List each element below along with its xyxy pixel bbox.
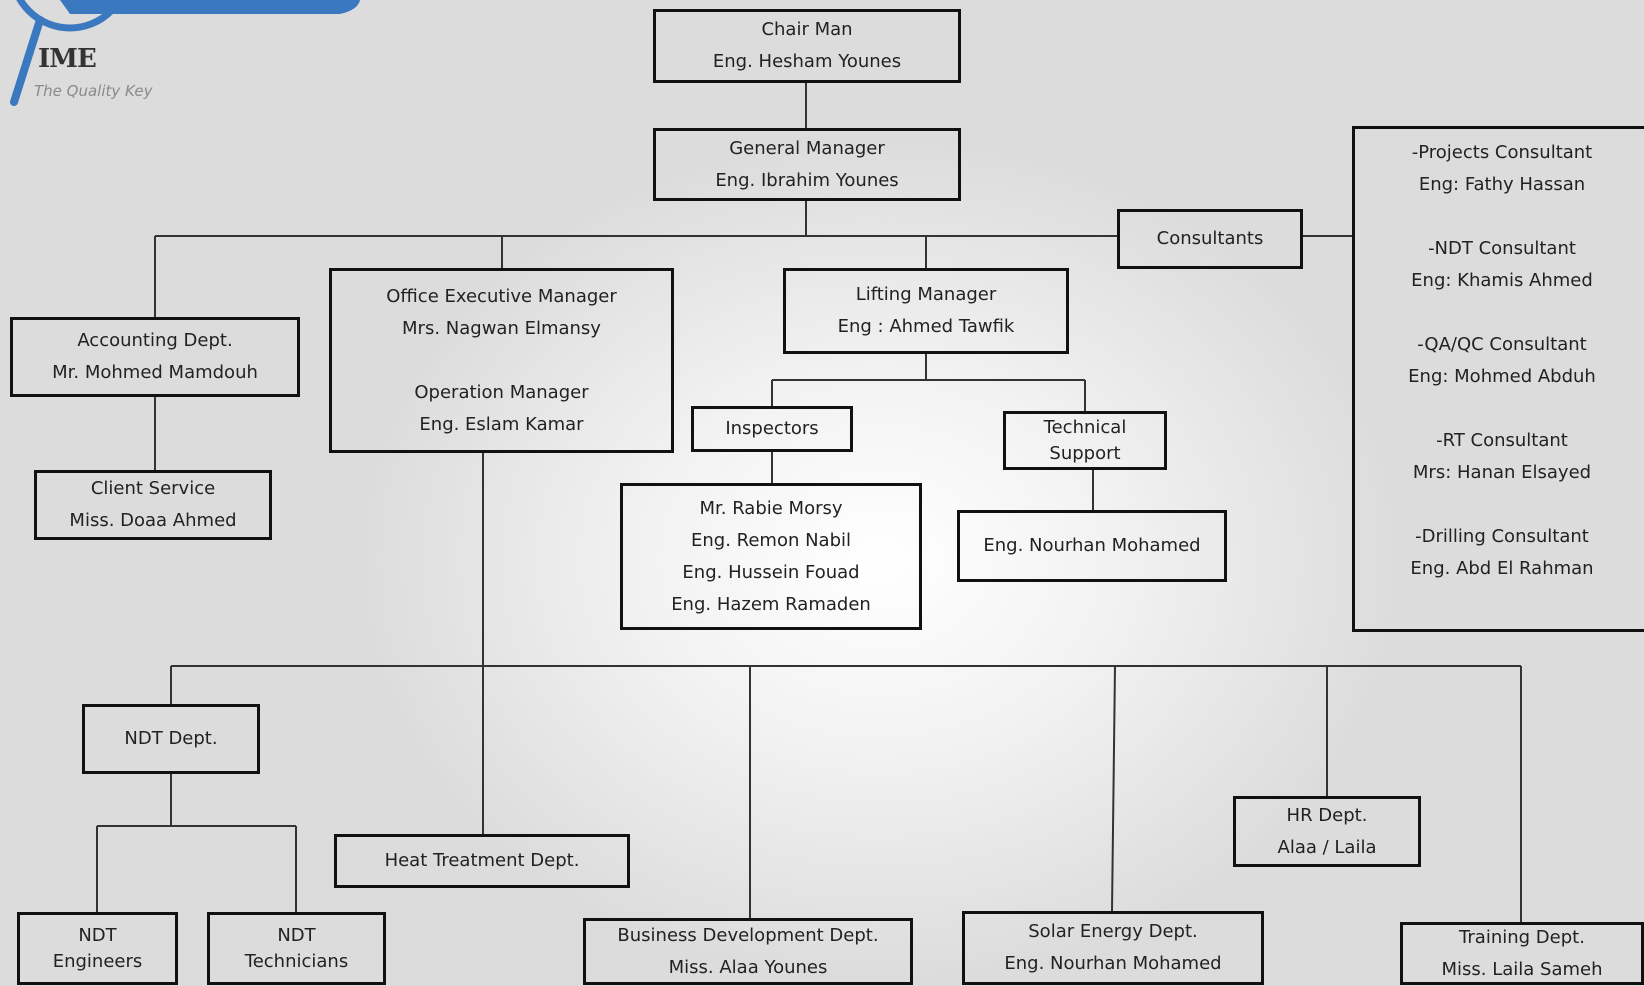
inspector-name: Eng. Hussein Fouad (682, 561, 860, 583)
ndt-technicians-box: NDT Technicians (207, 912, 386, 985)
inspectors-list-box: Mr. Rabie Morsy Eng. Remon Nabil Eng. Hu… (620, 483, 922, 630)
solar-energy-box: Solar Energy Dept. Eng. Nourhan Mohamed (962, 911, 1264, 985)
consultant-title: -QA/QC Consultant (1417, 334, 1587, 355)
lifting-manager-name: Eng : Ahmed Tawfik (837, 316, 1015, 337)
hr-dept-title: HR Dept. (1286, 804, 1368, 826)
technical-support-member-name: Eng. Nourhan Mohamed (983, 535, 1201, 556)
ndt-technicians-line2: Technicians (244, 950, 349, 972)
consultants-label: Consultants (1156, 228, 1264, 249)
logo-name: IME (38, 44, 97, 74)
inspectors-label: Inspectors (725, 418, 819, 439)
technical-support-line1: Technical (1043, 416, 1127, 438)
ndt-dept-label: NDT Dept. (124, 728, 218, 749)
consultant-name: Eng: Mohmed Abduh (1408, 366, 1596, 387)
business-development-title: Business Development Dept. (617, 924, 879, 946)
consultant-name: Eng. Abd El Rahman (1410, 558, 1594, 579)
consultant-title: -NDT Consultant (1428, 238, 1576, 259)
consultant-name: Eng: Fathy Hassan (1418, 174, 1586, 195)
office-executive-box: Office Executive Manager Mrs. Nagwan Elm… (329, 268, 674, 453)
logo-tagline: The Quality Key (34, 82, 153, 100)
lifting-manager-box: Lifting Manager Eng : Ahmed Tawfik (783, 268, 1069, 354)
office-executive-title: Office Executive Manager (386, 285, 617, 307)
hr-dept-name: Alaa / Laila (1277, 836, 1377, 858)
magnifier-logo-icon (10, 0, 360, 106)
ndt-engineers-line2: Engineers (52, 950, 143, 972)
ndt-engineers-box: NDT Engineers (17, 912, 178, 985)
general-manager-name: Eng. Ibrahim Younes (715, 169, 899, 191)
technical-support-member-box: Eng. Nourhan Mohamed (957, 510, 1227, 582)
business-development-name: Miss. Alaa Younes (668, 956, 828, 978)
inspectors-box: Inspectors (691, 406, 853, 452)
training-dept-title: Training Dept. (1459, 926, 1585, 948)
business-development-box: Business Development Dept. Miss. Alaa Yo… (583, 918, 913, 985)
company-logo: IME The Quality Key (0, 0, 380, 115)
operation-manager-title: Operation Manager (414, 381, 589, 403)
solar-energy-name: Eng. Nourhan Mohamed (1004, 953, 1222, 974)
consultant-title: -Projects Consultant (1411, 142, 1593, 163)
solar-energy-title: Solar Energy Dept. (1028, 921, 1198, 942)
office-executive-name: Mrs. Nagwan Elmansy (402, 317, 601, 339)
chair-man-box: Chair Man Eng. Hesham Younes (653, 9, 961, 83)
general-manager-title: General Manager (729, 137, 885, 159)
heat-treatment-label: Heat Treatment Dept. (384, 850, 580, 871)
ndt-engineers-line1: NDT (78, 924, 117, 946)
inspector-name: Eng. Remon Nabil (690, 529, 852, 551)
operation-manager-name: Eng. Eslam Kamar (419, 413, 584, 435)
lifting-manager-title: Lifting Manager (855, 284, 997, 305)
inspector-name: Mr. Rabie Morsy (699, 497, 843, 519)
hr-dept-box: HR Dept. Alaa / Laila (1233, 796, 1421, 867)
chair-man-name: Eng. Hesham Younes (712, 51, 902, 72)
technical-support-box: Technical Support (1003, 411, 1167, 470)
inspector-name: Eng. Hazem Ramaden (671, 593, 871, 615)
chair-man-title: Chair Man (761, 19, 853, 40)
consultant-title: -Drilling Consultant (1415, 526, 1589, 547)
accounting-dept-box: Accounting Dept. Mr. Mohmed Mamdouh (10, 317, 300, 397)
consultants-box: Consultants (1117, 209, 1303, 269)
ndt-dept-box: NDT Dept. (82, 704, 260, 774)
consultant-title: -RT Consultant (1436, 430, 1568, 451)
general-manager-box: General Manager Eng. Ibrahim Younes (653, 128, 961, 201)
consultants-list-box: -Projects Consultant Eng: Fathy Hassan -… (1352, 126, 1644, 632)
client-service-title: Client Service (90, 478, 216, 499)
accounting-dept-name: Mr. Mohmed Mamdouh (52, 362, 258, 383)
client-service-box: Client Service Miss. Doaa Ahmed (34, 470, 272, 540)
consultant-name: Mrs: Hanan Elsayed (1412, 462, 1592, 483)
training-dept-name: Miss. Laila Sameh (1441, 958, 1603, 980)
technical-support-line2: Support (1049, 442, 1121, 464)
heat-treatment-box: Heat Treatment Dept. (334, 834, 630, 888)
accounting-dept-title: Accounting Dept. (77, 330, 233, 351)
training-dept-box: Training Dept. Miss. Laila Sameh (1400, 922, 1644, 985)
ndt-technicians-line1: NDT (277, 924, 316, 946)
consultant-name: Eng: Khamis Ahmed (1411, 270, 1593, 291)
client-service-name: Miss. Doaa Ahmed (69, 510, 237, 531)
